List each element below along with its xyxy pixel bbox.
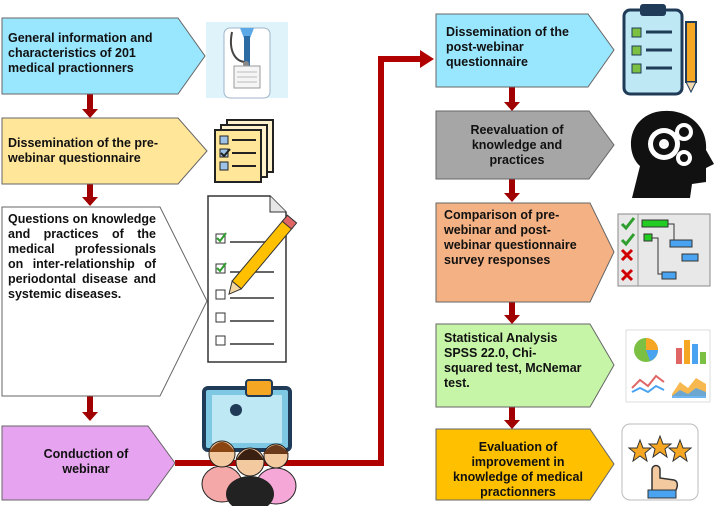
- connector-3-4: [82, 396, 98, 421]
- comparison-chart-icon: [617, 213, 711, 287]
- step4-box: [1, 425, 176, 501]
- connector-2-3: [82, 184, 98, 206]
- connector-8-9: [504, 407, 520, 429]
- webinar-audience-icon: [201, 379, 297, 506]
- step3-label: Questions on knowledge and practices of …: [8, 212, 156, 301]
- questionnaire-stack-icon: [214, 119, 274, 183]
- connector-7-8: [504, 302, 520, 324]
- step1-label: General information and characteristics …: [8, 31, 153, 75]
- connector-6-7: [504, 179, 520, 202]
- step9-label: Evaluation of improvement in knowledge o…: [453, 440, 583, 499]
- step4-label: Conduction of webinar: [43, 447, 129, 476]
- step7-box: [435, 202, 615, 303]
- statistics-charts-icon: [625, 329, 711, 403]
- step1-box: [1, 17, 206, 95]
- step3-box: [1, 206, 208, 397]
- clipboard-checklist-icon: [622, 4, 697, 96]
- connector-5-6: [504, 87, 520, 111]
- star-rating-icon: [621, 423, 699, 501]
- step8-box: [435, 323, 615, 408]
- step6-box: [435, 110, 615, 180]
- step8-label: Statistical Analysis SPSS 22.0, Chi-squa…: [444, 331, 582, 390]
- step9-box: [435, 428, 615, 501]
- checklist-pencil-icon: [207, 195, 298, 363]
- connector-1-2: [82, 94, 98, 118]
- step2-label: Dissemination of the pre-webinar questio…: [8, 136, 159, 165]
- step6-label: Reevaluation of knowledge and practices: [470, 123, 564, 167]
- step7-label: Comparison of pre-webinar and post-webin…: [444, 208, 577, 267]
- head-gears-icon: [630, 110, 714, 198]
- step5-label: Dissemination of the post-webinar questi…: [446, 25, 569, 69]
- step5-box: [435, 13, 615, 88]
- doctor-icon: [206, 22, 288, 99]
- step2-box: [1, 117, 208, 185]
